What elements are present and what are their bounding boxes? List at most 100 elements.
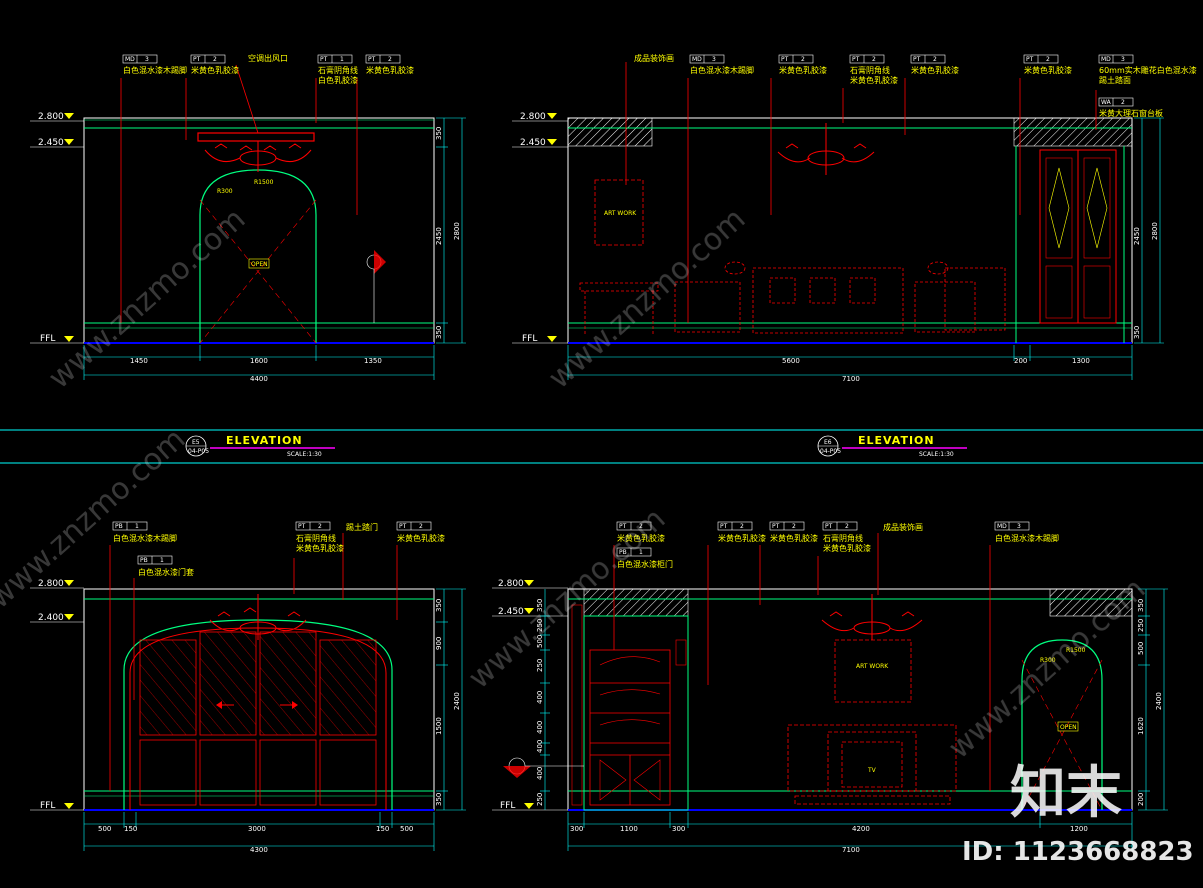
level-marker-2450: 2.450: [512, 138, 568, 148]
annotation-tag: PT 2 米黄色乳胶漆: [910, 54, 959, 75]
svg-text:米黄色乳胶漆: 米黄色乳胶漆: [296, 543, 344, 553]
level-marker-2800: 2.800: [492, 579, 568, 589]
section-symbol: [503, 757, 584, 778]
svg-text:1: 1: [135, 523, 139, 530]
svg-text:400: 400: [536, 691, 544, 704]
svg-text:米黄色乳胶漆: 米黄色乳胶漆: [911, 65, 959, 75]
chandelier: [209, 594, 307, 640]
annotation-tag: PB 1 白色混水漆门套: [137, 555, 194, 577]
svg-text:米黄色乳胶漆: 米黄色乳胶漆: [366, 65, 414, 75]
folding-door: [139, 631, 377, 806]
svg-text:250: 250: [1137, 619, 1145, 632]
annotation: 成品装饰画: [634, 53, 674, 63]
svg-text:ART WORK: ART WORK: [856, 663, 889, 670]
svg-text:2.800: 2.800: [520, 112, 546, 122]
svg-text:4300: 4300: [250, 846, 268, 854]
svg-text:2: 2: [419, 523, 423, 530]
svg-text:2: 2: [639, 523, 643, 530]
svg-text:ELEVATION: ELEVATION: [858, 434, 935, 447]
svg-text:白色混水漆木踢脚: 白色混水漆木踢脚: [123, 65, 187, 75]
svg-text:MD: MD: [997, 523, 1007, 530]
svg-text:PT: PT: [852, 56, 860, 63]
svg-text:2400: 2400: [1155, 692, 1163, 710]
svg-text:350: 350: [435, 793, 443, 806]
watermark-logo: 知末: [1010, 761, 1122, 826]
svg-text:1: 1: [160, 557, 164, 564]
svg-text:www.znzmo.com: www.znzmo.com: [42, 202, 252, 396]
svg-text:2.400: 2.400: [38, 613, 64, 623]
svg-text:2: 2: [740, 523, 744, 530]
svg-text:4400: 4400: [250, 375, 268, 383]
svg-text:1450: 1450: [130, 357, 148, 365]
level-marker-2800: 2.800: [30, 112, 84, 122]
svg-text:150: 150: [124, 825, 137, 833]
annotation: 空调出风口: [248, 53, 288, 63]
svg-text:350: 350: [1137, 599, 1145, 612]
svg-text:米黄色乳胶漆: 米黄色乳胶漆: [850, 75, 898, 85]
svg-text:350: 350: [435, 326, 443, 339]
svg-text:FFL: FFL: [40, 801, 55, 811]
annotation-tag: PT 2 石膏阴角线 米黄色乳胶漆: [295, 521, 344, 553]
section-symbol: [366, 250, 386, 323]
level-marker-ffl: FFL: [30, 334, 84, 344]
annotation-tag: PT 2 米黄色乳胶漆: [616, 521, 665, 543]
svg-text:MD: MD: [1101, 56, 1111, 63]
svg-text:250: 250: [536, 793, 544, 806]
svg-text:400: 400: [536, 721, 544, 734]
svg-text:500: 500: [98, 825, 111, 833]
chandelier: [777, 123, 875, 175]
svg-text:OPEN: OPEN: [1060, 724, 1077, 731]
svg-text:PB: PB: [115, 523, 123, 530]
svg-text:2.450: 2.450: [498, 607, 524, 617]
svg-text:1350: 1350: [364, 357, 382, 365]
svg-text:FFL: FFL: [40, 334, 55, 344]
svg-text:白色混水漆木踢脚: 白色混水漆木踢脚: [690, 65, 754, 75]
svg-text:2: 2: [388, 56, 392, 63]
svg-text:1600: 1600: [250, 357, 268, 365]
level-marker-2800: 2.800: [30, 579, 84, 589]
svg-text:3: 3: [1121, 56, 1125, 63]
svg-text:2: 2: [318, 523, 322, 530]
svg-text:250: 250: [536, 659, 544, 672]
svg-text:FFL: FFL: [522, 334, 537, 344]
svg-text:ART WORK: ART WORK: [604, 210, 637, 217]
level-marker-2450: 2.450: [492, 607, 568, 617]
svg-text:白色混水漆木踢脚: 白色混水漆木踢脚: [113, 533, 177, 543]
tv-cabinet: [787, 724, 957, 805]
level-marker-ffl: FFL: [492, 801, 568, 811]
svg-text:2: 2: [933, 56, 937, 63]
svg-text:石膏阴角线: 石膏阴角线: [850, 65, 890, 75]
svg-text:3000: 3000: [248, 825, 266, 833]
elevation-panel-2: 2.800 2.450 FFL ART WORK: [512, 53, 1197, 383]
svg-text:R300: R300: [1040, 657, 1056, 664]
svg-text:2400: 2400: [453, 692, 461, 710]
level-marker-ffl: FFL: [30, 801, 84, 811]
svg-text:白色混水漆柜门: 白色混水漆柜门: [617, 559, 673, 569]
svg-text:石膏阴角线: 石膏阴角线: [823, 533, 863, 543]
svg-text:2.800: 2.800: [498, 579, 524, 589]
annotation-tag: WA 2 米黄大理石窗台板: [1098, 97, 1163, 118]
svg-text:PT: PT: [913, 56, 921, 63]
svg-text:PT: PT: [399, 523, 407, 530]
svg-text:1: 1: [639, 549, 643, 556]
annotation: 踢土踏门: [346, 522, 378, 532]
annotation-tag: PT 2 石膏阴角线 米黄色乳胶漆: [822, 521, 871, 553]
svg-text:2.450: 2.450: [520, 138, 546, 148]
level-marker-ffl: FFL: [512, 334, 568, 344]
sheet-dividers: [0, 429, 1203, 464]
svg-text:2.450: 2.450: [38, 138, 64, 148]
svg-text:米黄色乳胶漆: 米黄色乳胶漆: [1024, 65, 1072, 75]
svg-text:PT: PT: [781, 56, 789, 63]
svg-text:白色乳胶漆: 白色乳胶漆: [318, 75, 358, 85]
svg-text:踢土踏面: 踢土踏面: [1099, 75, 1131, 85]
svg-text:米黄色乳胶漆: 米黄色乳胶漆: [770, 533, 818, 543]
svg-text:5600: 5600: [782, 357, 800, 365]
svg-text:ELEVATION: ELEVATION: [226, 434, 303, 447]
svg-text:PT: PT: [619, 523, 627, 530]
annotation: 成品装饰画: [883, 522, 923, 532]
svg-text:350: 350: [435, 599, 443, 612]
svg-text:PT: PT: [320, 56, 328, 63]
svg-text:石膏阴角线: 石膏阴角线: [296, 533, 336, 543]
svg-text:1100: 1100: [620, 825, 638, 833]
